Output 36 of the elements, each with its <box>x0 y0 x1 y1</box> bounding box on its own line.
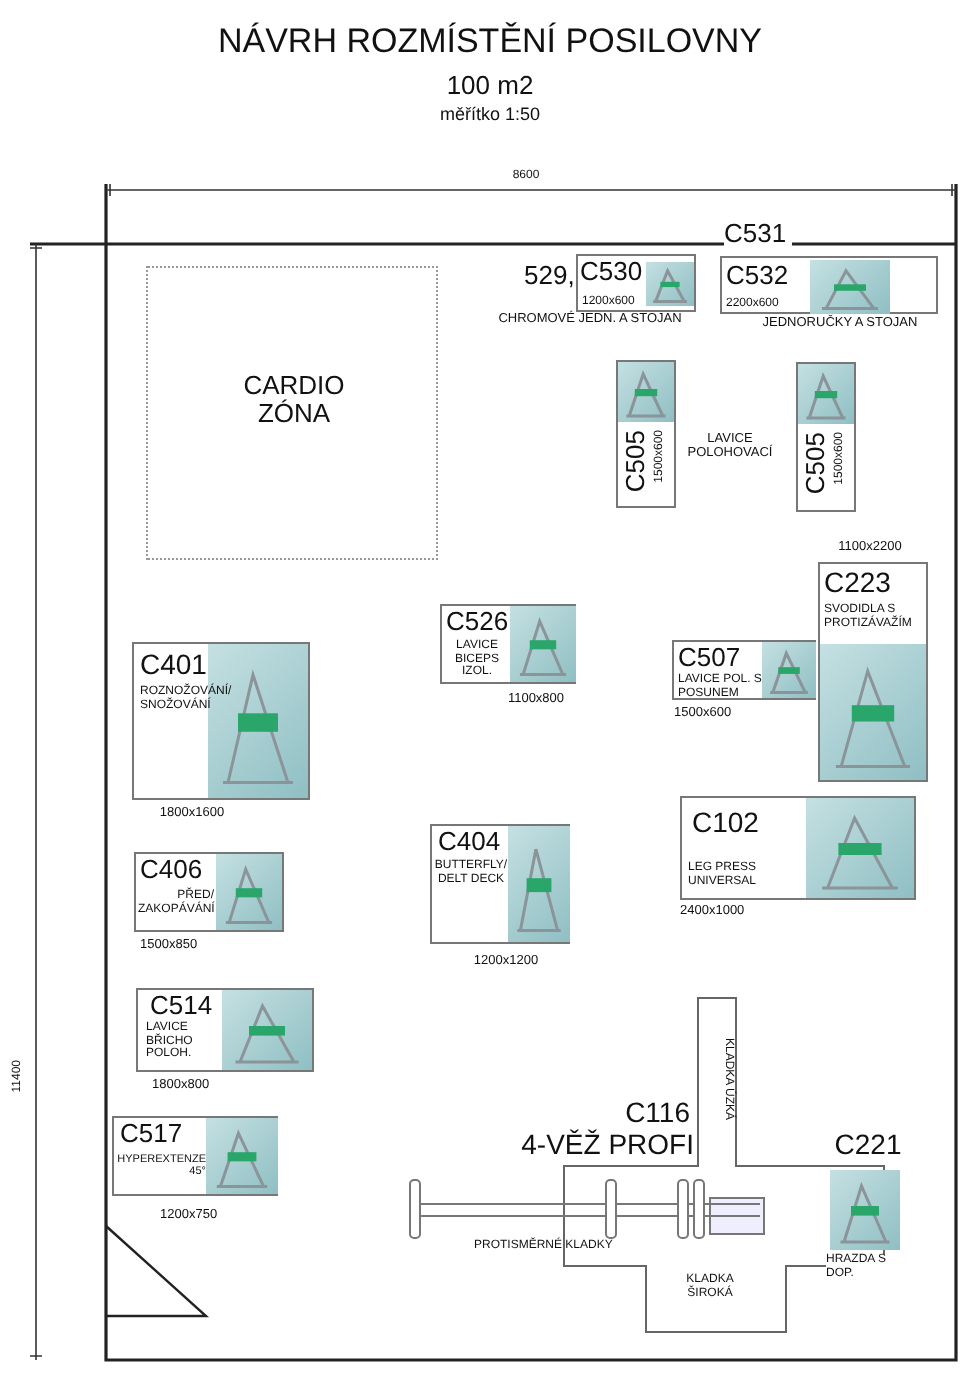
equipment-box <box>112 1116 278 1196</box>
equipment-box <box>136 988 314 1072</box>
equipment-code: C505 <box>622 430 650 493</box>
equipment-box <box>680 796 916 900</box>
equipment-label: 4-VĚŽ PROFI <box>519 1130 694 1161</box>
equipment-code: C505 <box>802 432 830 495</box>
equipment-box <box>818 562 928 782</box>
equipment-code: C517 <box>120 1120 185 1149</box>
equipment-code: C404 <box>438 828 503 857</box>
equipment-box <box>616 360 676 508</box>
equipment-code: C514 <box>150 992 215 1021</box>
equipment-code: C507 <box>678 644 743 673</box>
equipment-box <box>672 640 816 700</box>
equipment-code: C532 <box>726 262 791 291</box>
subtitle: 100 m2 <box>444 72 536 101</box>
equipment-box <box>132 642 310 800</box>
equipment-code: C530 <box>580 258 645 287</box>
equipment-box <box>576 254 696 312</box>
scale-note: měřítko 1:50 <box>437 106 543 126</box>
zone-label: CARDIO ZÓNA <box>241 372 347 430</box>
equipment-code: C102 <box>692 808 761 839</box>
equipment-box <box>796 362 856 512</box>
equipment-code: C526 <box>446 608 511 637</box>
equipment-code: 529, <box>524 262 576 291</box>
equipment-box <box>430 824 570 944</box>
equipment-code: C221 <box>832 1130 904 1161</box>
zone-outline <box>146 266 438 560</box>
equipment-box <box>134 852 284 932</box>
equipment-code: C531 <box>724 220 792 249</box>
equipment-code: C406 <box>140 856 205 885</box>
equipment-code: C116 <box>623 1098 690 1129</box>
equipment-code: C401 <box>140 650 209 681</box>
equipment-box <box>720 256 938 314</box>
equipment-box <box>440 604 576 684</box>
equipment-code: C223 <box>824 568 893 599</box>
title: NÁVRH ROZMÍSTĚNÍ POSILOVNY <box>215 24 765 62</box>
